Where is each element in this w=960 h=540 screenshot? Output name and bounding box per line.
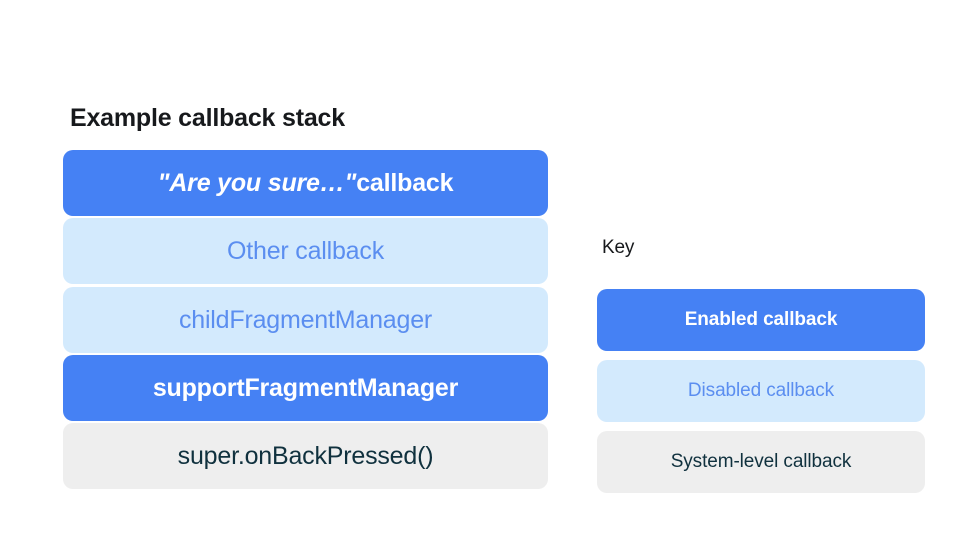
stack-bar-4-label: super.onBackPressed() [177, 441, 434, 470]
stack-bar-0-emphasis: "Are you sure…" [157, 168, 357, 197]
key-item-enabled-callback: Enabled callback [597, 289, 925, 351]
stack-section-title: Example callback stack [70, 104, 345, 132]
stack-bar-2-label: childFragmentManager [178, 305, 433, 334]
key-item-0-label: Enabled callback [684, 309, 838, 330]
stack-bar-other-callback: Other callback [63, 218, 548, 284]
key-item-system-level-callback: System-level callback [597, 431, 925, 493]
stack-bar-0-rest: callback [356, 168, 454, 197]
stack-bar-support-fragment-manager: supportFragmentManager [63, 355, 548, 421]
stack-bar-3-label: supportFragmentManager [152, 373, 459, 402]
stack-bar-are-you-sure-callback: "Are you sure…" callback [63, 150, 548, 216]
stack-bar-super-on-back-pressed: super.onBackPressed() [63, 423, 548, 489]
stack-bar-1-label: Other callback [227, 236, 384, 265]
stack-bar-child-fragment-manager: childFragmentManager [63, 287, 548, 353]
key-item-1-label: Disabled callback [687, 380, 835, 401]
key-item-disabled-callback: Disabled callback [597, 360, 925, 422]
key-section-title: Key [602, 237, 635, 258]
key-item-2-label: System-level callback [670, 451, 852, 472]
